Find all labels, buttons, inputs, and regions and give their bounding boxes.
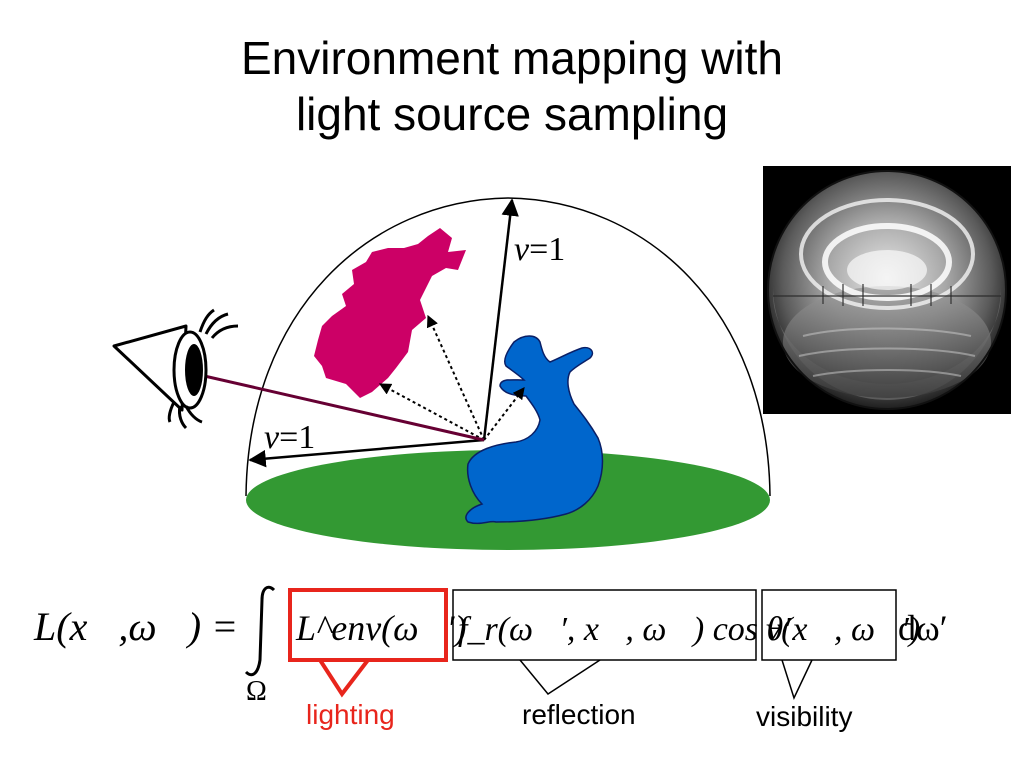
integral-sign	[244, 585, 276, 677]
reflection-label: reflection	[522, 699, 636, 730]
rendering-equation: L(x⃗,ω⃗) = Ω L^env(ω⃗′) f_r(ω⃗′, x⃗, ω⃗)…	[33, 585, 948, 707]
visibility-term: v(x⃗, ω⃗′)	[766, 611, 920, 648]
lighting-callout-pointer	[318, 658, 370, 698]
lighting-term: L^env(ω⃗′)	[295, 608, 466, 648]
occluded-ray-1	[426, 314, 485, 441]
visibility-label-top: v=1	[514, 231, 565, 268]
title-line-2: light source sampling	[295, 88, 729, 140]
light-probe-sphere	[767, 170, 1007, 410]
view-ray	[199, 373, 485, 442]
visible-ray-left	[248, 438, 485, 468]
bunny-shape	[465, 335, 604, 525]
title-line-1: Environment mapping with	[240, 32, 784, 84]
occluded-ray-2	[378, 383, 485, 441]
visibility-label: visibility	[756, 701, 852, 732]
visibility-term-box	[761, 589, 897, 661]
reflection-term: f_r(ω⃗′, x⃗, ω⃗) cos θ′	[458, 611, 791, 648]
lighting-label: lighting	[306, 699, 395, 730]
eye-icon	[112, 308, 239, 430]
slide-title: Environment mapping with light source sa…	[0, 30, 1024, 142]
visibility-label-left: v=1	[264, 419, 315, 456]
reflection-term-box	[452, 589, 757, 661]
differential: dω′	[898, 608, 948, 648]
visibility-callout-pointer	[781, 659, 813, 701]
occluded-ray-3	[483, 387, 525, 441]
integral-domain: Ω	[246, 676, 267, 707]
visible-ray-up	[482, 198, 519, 441]
hemisphere-outline	[245, 197, 771, 497]
reflection-callout-pointer	[519, 659, 601, 695]
environment-map-image	[763, 166, 1011, 414]
equation-lhs: L(x⃗,ω⃗) =	[33, 604, 238, 649]
light-source-shape	[314, 228, 466, 398]
